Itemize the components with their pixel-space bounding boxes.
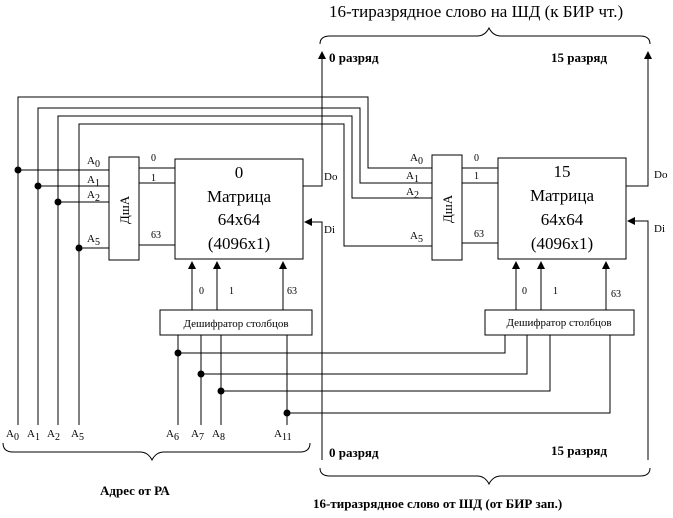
top-bus-caption: 16-тиразрядное слово на ШД (к БИР чт.): [329, 2, 623, 21]
column-decoder-15-label: Дешифратор столбцов: [506, 317, 611, 329]
di-15-line: [627, 217, 649, 460]
col-line-63-label: 63: [611, 289, 621, 300]
row-decoder-15-label: ДшА: [440, 194, 455, 223]
matrix-0-index: 0: [235, 163, 244, 182]
junction-dot: [197, 370, 205, 378]
address-input-a7: A7: [191, 428, 204, 443]
junction-dot: [283, 409, 291, 417]
di-15-label: Di: [654, 223, 665, 235]
column-decoder-15: [484, 309, 635, 336]
col-line-1-label: 1: [553, 286, 558, 297]
addr-bus-a0: [17, 96, 432, 170]
bottom-bit0-label: 0 разряд: [329, 445, 379, 460]
do-0-label: Do: [324, 171, 338, 183]
decoder15-input-a0: A0: [410, 152, 423, 167]
matrix-15-index: 15: [554, 162, 571, 181]
junction-dot: [34, 182, 42, 190]
matrix-15: [497, 157, 627, 260]
row-decoder-15: [431, 154, 463, 261]
top-bit0-label: 0 разряд: [329, 50, 379, 65]
addr-bus-a2: [57, 115, 432, 202]
top-bit15-label: 15 разряд: [551, 50, 607, 65]
decoder0-input-a2: A2: [87, 189, 100, 204]
matrix-0-title: Матрица: [207, 187, 272, 206]
bottom-bus-caption: 16-тиразрядное слово от ШД (от БИР зап.): [313, 496, 562, 511]
row-decoder-0-label: ДшА: [117, 195, 132, 224]
decoder0-input-a1: A1: [87, 174, 100, 189]
junction-dot: [54, 198, 62, 206]
decoder0-input-a0: A0: [87, 155, 100, 170]
row-line-63-label: 63: [151, 230, 161, 241]
column-decoder-0: [159, 309, 313, 336]
row-line-0-label: 0: [474, 153, 479, 164]
matrix-0: [174, 158, 304, 260]
column-decoder-0-label: Дешифратор столбцов: [183, 318, 288, 330]
row-line-0-label: 0: [151, 153, 156, 164]
addr-bus-a1: [37, 107, 432, 186]
bank-0: A0 A1 A2 A5 ДшА 0 1 63 0 Матрица 64x64 (…: [87, 51, 338, 460]
address-input-a6: A6: [166, 428, 179, 443]
junction-dot: [75, 244, 83, 252]
address-input-a11: A11: [274, 428, 292, 443]
do-0-line: [303, 51, 326, 187]
decoder15-input-a1: A1: [406, 170, 419, 185]
address-caption: Адрес от РА: [100, 483, 170, 498]
addr-bus-a5: [78, 123, 432, 248]
address-input-a2: A2: [47, 428, 60, 443]
row-line-1-label: 1: [474, 171, 479, 182]
di-0-line: [304, 218, 323, 460]
do-15-label: Do: [654, 169, 668, 181]
address-input-a1: A1: [27, 428, 40, 443]
di-0-label: Di: [324, 224, 335, 236]
col-line-0-label: 0: [199, 286, 204, 297]
decoder15-input-a2: A2: [406, 186, 419, 201]
address-input-a0: A0: [6, 428, 19, 443]
junction-dot: [174, 349, 182, 357]
matrix-0-capacity: (4096x1): [208, 234, 270, 253]
matrix-15-capacity: (4096x1): [531, 234, 593, 253]
junction-dot: [217, 387, 225, 395]
matrix-15-dims: 64x64: [541, 210, 584, 229]
row-line-63-label: 63: [474, 229, 484, 240]
address-input-a8: A8: [212, 428, 225, 443]
bottom-bit15-label: 15 разряд: [551, 443, 607, 458]
matrix-0-dims: 64x64: [218, 210, 261, 229]
col-line-1-label: 1: [229, 286, 234, 297]
col-line-63-label: 63: [287, 286, 297, 297]
decoder15-input-a5: A5: [410, 230, 423, 245]
row-decoder-0: [108, 156, 140, 261]
decoder0-input-a5: A5: [87, 233, 100, 248]
address-brace: [2, 442, 311, 462]
row-line-1-label: 1: [151, 173, 156, 184]
junction-dot: [14, 166, 22, 174]
top-brace: [319, 26, 651, 45]
bank-15: A0 A1 A2 A5 ДшА 0 1 63 15 Матрица 64x64 …: [406, 51, 668, 460]
matrix-15-title: Матрица: [530, 186, 595, 205]
col-line-0-label: 0: [522, 286, 527, 297]
bottom-brace: [319, 467, 651, 486]
do-15-line: [626, 51, 652, 187]
address-input-a5: A5: [71, 428, 84, 443]
